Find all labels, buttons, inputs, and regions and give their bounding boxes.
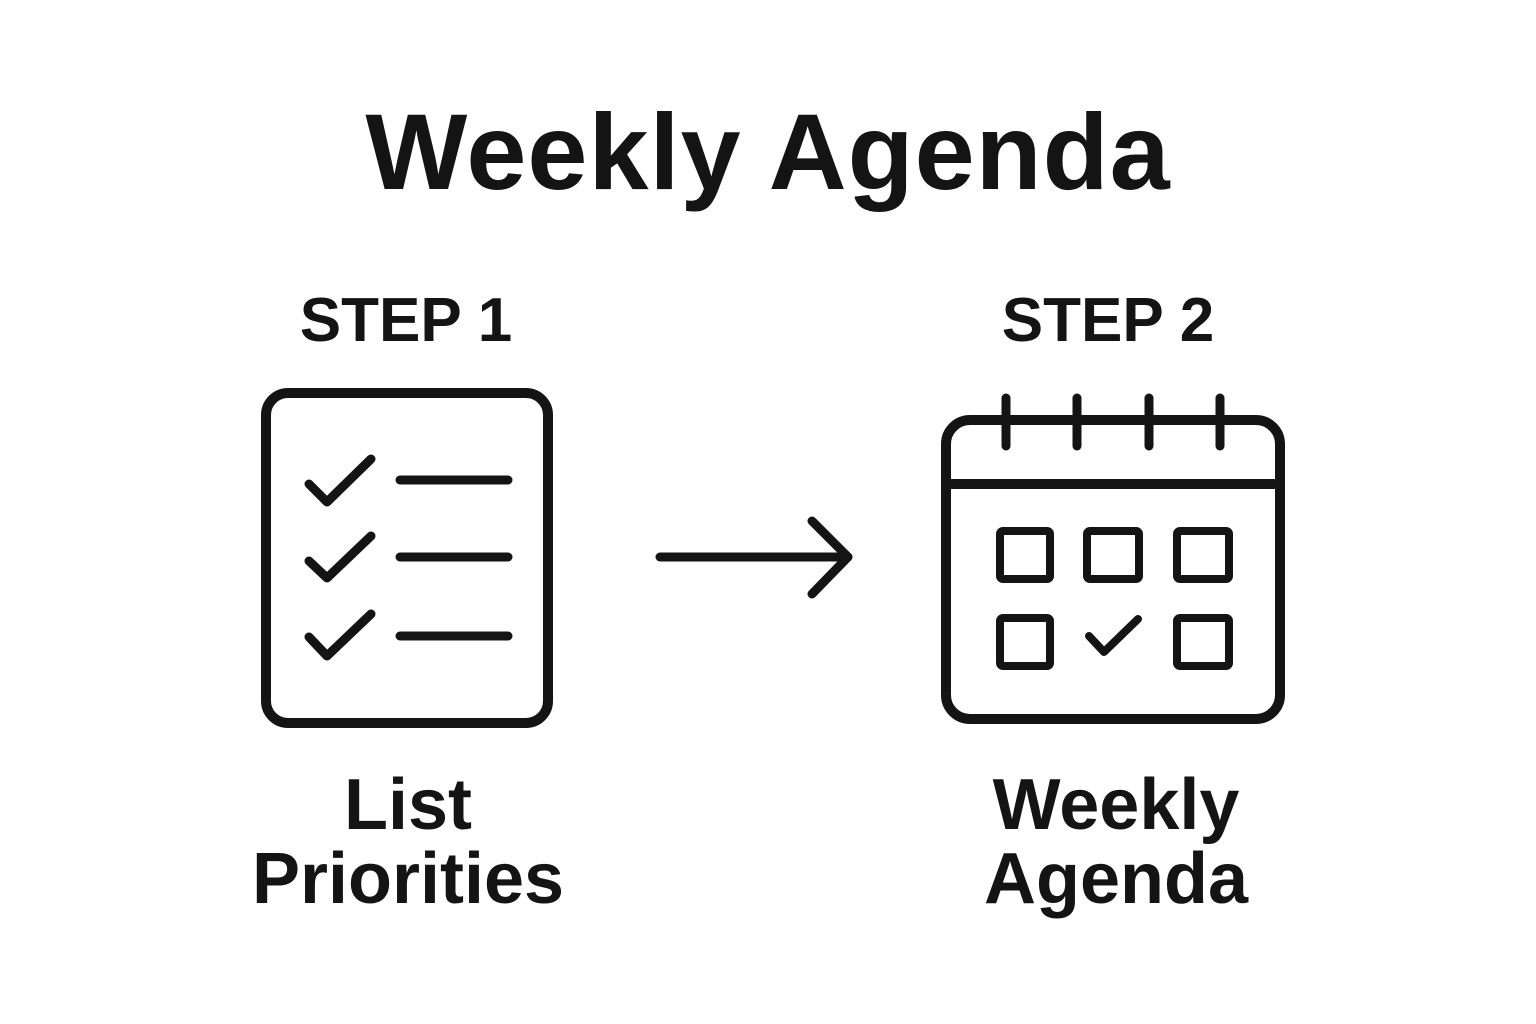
- step-1-caption: List Priorities: [178, 768, 638, 916]
- step-1-label: STEP 1: [299, 286, 513, 355]
- arrow-right-icon: [655, 516, 853, 599]
- page-title: Weekly Agenda: [365, 91, 1171, 212]
- checkmark-icon: [304, 609, 376, 661]
- step-2-label: STEP 2: [1001, 286, 1215, 355]
- calendar-icon: [941, 393, 1285, 724]
- step-2-caption: Weekly Agenda: [886, 768, 1346, 916]
- checklist-icon: [261, 388, 553, 728]
- checkmark-icon: [304, 531, 376, 583]
- checkmark-icon: [1085, 615, 1142, 656]
- step-2-caption-line-1: Weekly: [992, 765, 1240, 845]
- step-1-caption-line-2: Priorities: [251, 839, 565, 919]
- step-2-caption-line-2: Agenda: [983, 839, 1249, 919]
- step-1-caption-line-1: List: [343, 765, 472, 845]
- checkmark-icon: [304, 454, 376, 507]
